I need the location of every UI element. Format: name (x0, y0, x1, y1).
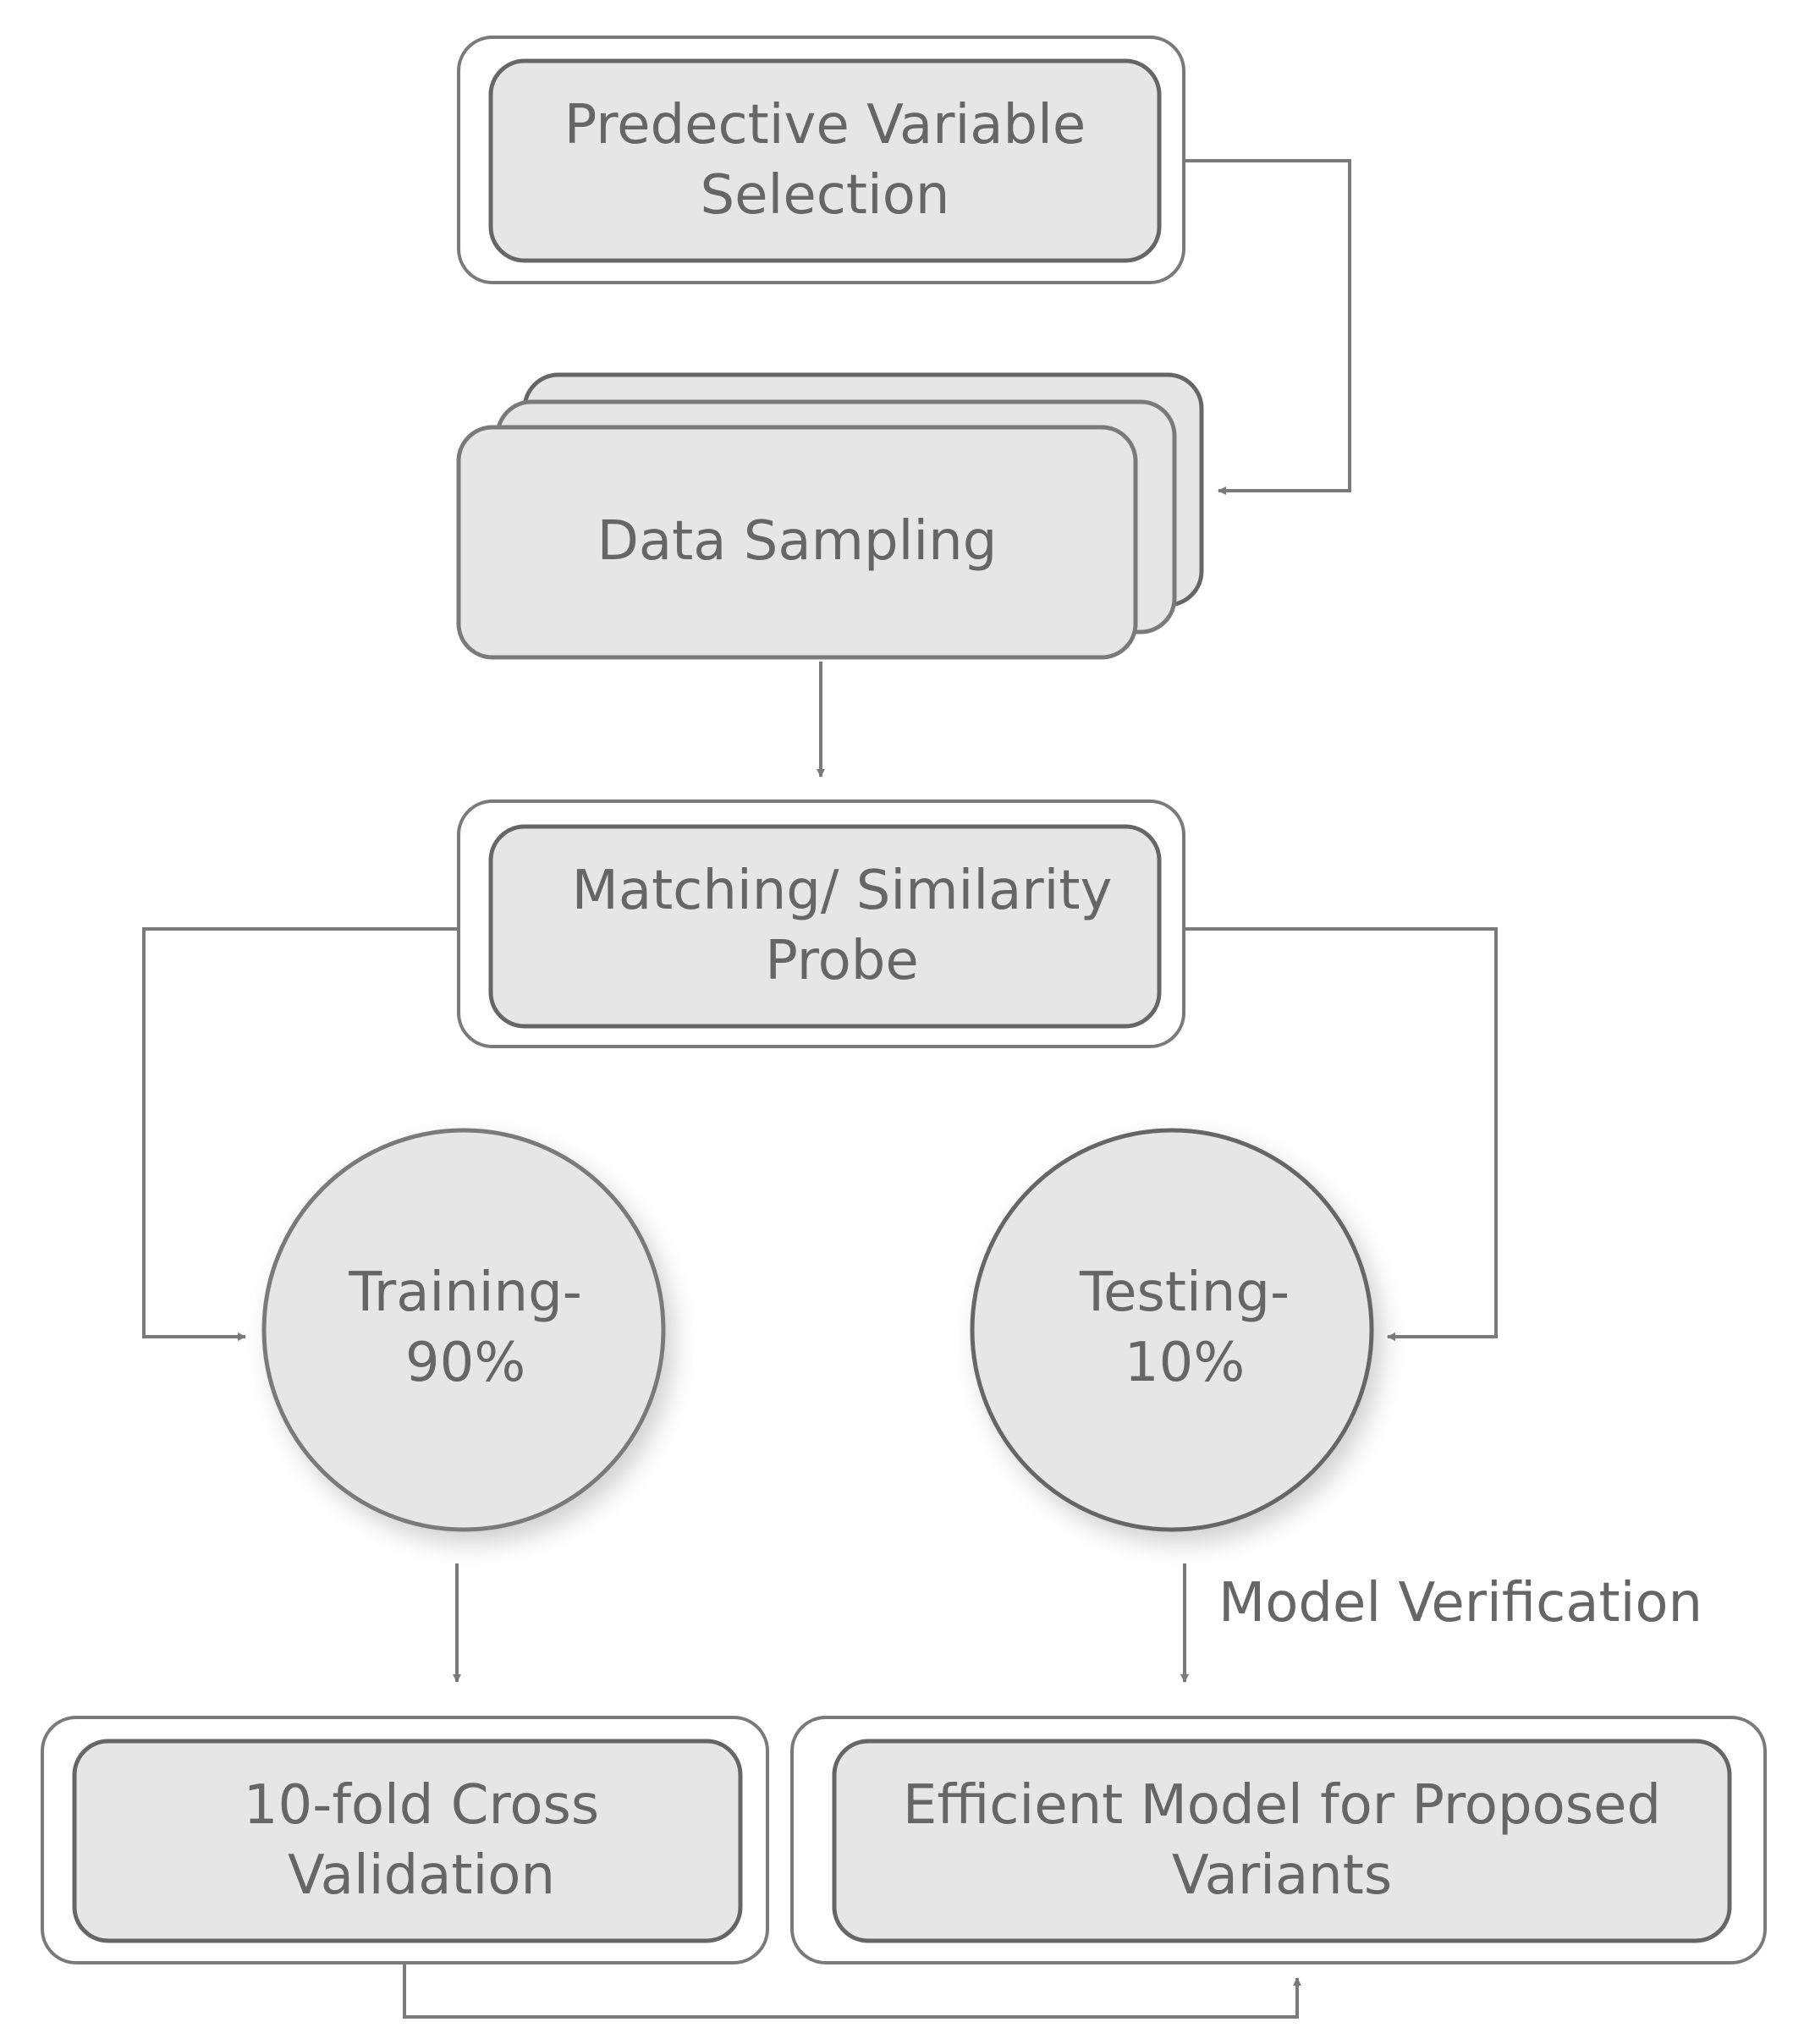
selection-to-sampling-arrow (1185, 159, 1351, 495)
matching-to-testing-arrow (1185, 927, 1498, 1341)
cross-validation-node (41, 1716, 769, 1964)
testing-node (970, 1128, 1374, 1532)
efficient-model-node (790, 1716, 1767, 1964)
data-sampling-node (456, 372, 1204, 660)
training-node (261, 1128, 666, 1532)
predictive-variable-selection-label: Predective Variable Selection (564, 93, 1086, 227)
testing-label: Testing- 10% (1079, 1261, 1290, 1394)
validation-to-model-arrow (403, 1964, 1301, 2019)
model-verification-label: Model Verification (1218, 1572, 1703, 1635)
matching-similarity-probe-node (457, 799, 1185, 1048)
predictive-variable-selection-node (457, 36, 1185, 284)
efficient-model-label: Efficient Model for Proposed Variants (902, 1773, 1662, 1907)
data-sampling-label: Data Sampling (597, 510, 998, 574)
matching-similarity-probe-label: Matching/ Similarity Probe (571, 859, 1113, 992)
training-label: Training- 90% (349, 1261, 582, 1394)
cross-validation-label: 10-fold Cross Validation (243, 1773, 600, 1907)
matching-to-training-arrow (142, 927, 457, 1341)
